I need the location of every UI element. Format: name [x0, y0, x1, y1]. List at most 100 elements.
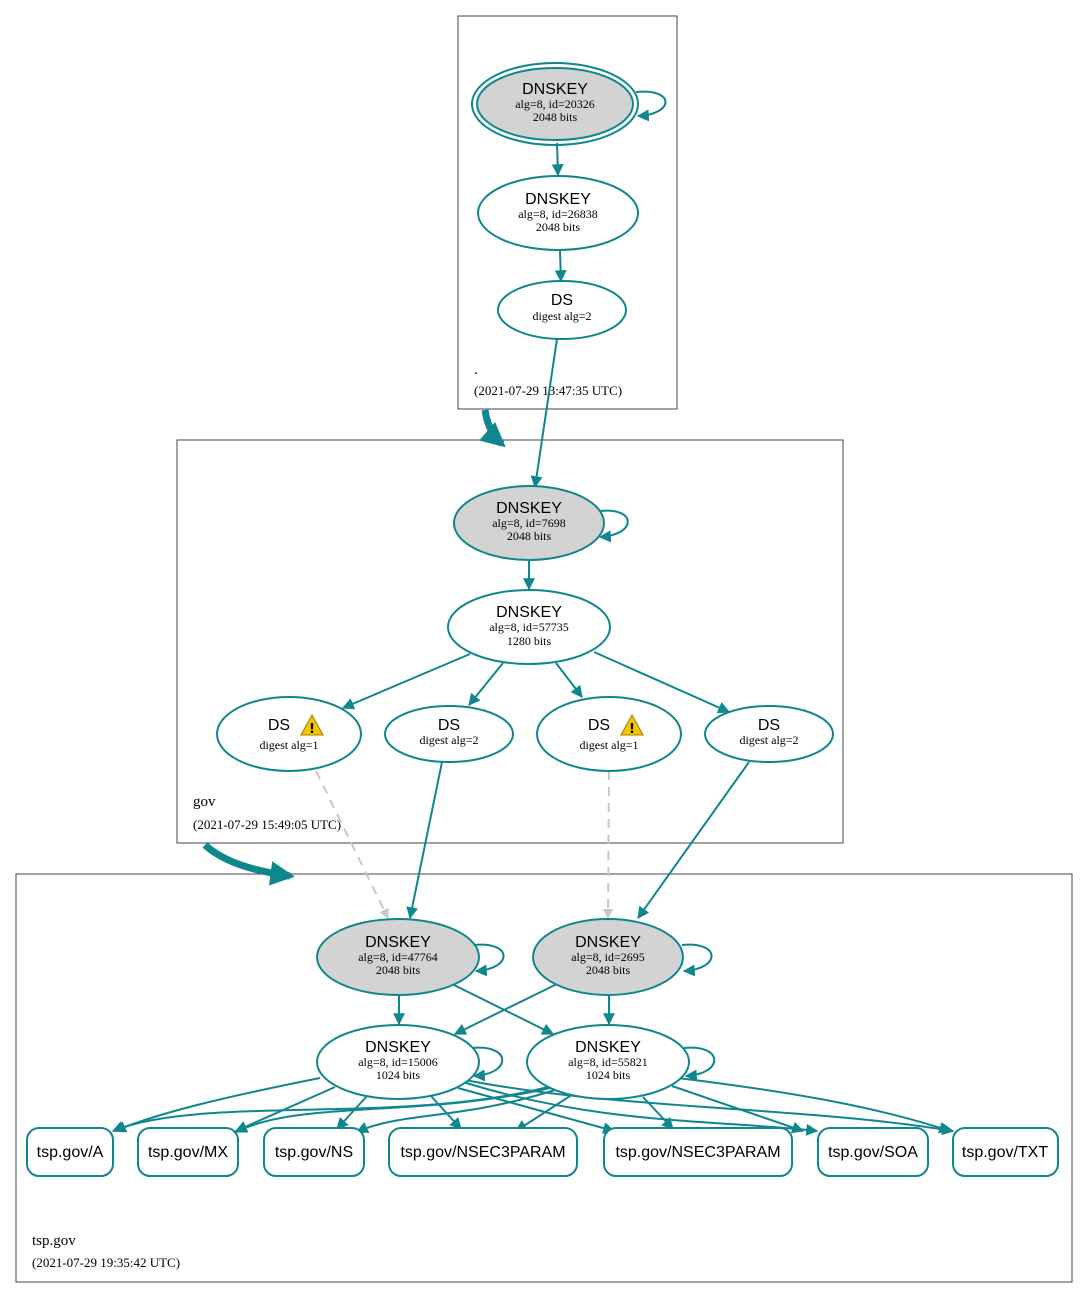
node-key-size: 2048 bits — [536, 220, 581, 234]
delegation-arrow-gov-tsp — [202, 842, 295, 886]
rrset-label: tsp.gov/NS — [275, 1144, 353, 1161]
node-gov-ds-2[interactable]: DS digest alg=2 — [384, 705, 514, 763]
node-title: DS — [758, 717, 780, 734]
edge-gov-ds4-tsp-ksk2 — [637, 761, 750, 919]
edge-zsk2-rr-nsec3param1 — [514, 1095, 571, 1132]
zone-name-tsp-gov: tsp.gov — [32, 1233, 76, 1249]
node-gov-ds-1[interactable]: DS ! digest alg=1 — [216, 696, 362, 772]
node-alg-id: alg=8, id=7698 — [492, 516, 566, 530]
node-key-size: 2048 bits — [376, 963, 421, 977]
edge-gov-ds2-tsp-ksk1 — [406, 761, 443, 920]
rrset-tsp-gov-soa[interactable]: tsp.gov/SOA — [817, 1127, 929, 1177]
edge-root-ds-gov-ksk — [530, 338, 558, 489]
node-alg-id: alg=8, id=2695 — [571, 950, 645, 964]
edges — [111, 90, 955, 1136]
node-gov-ds-4[interactable]: DS digest alg=2 — [704, 705, 834, 763]
node-title: DNSKEY — [575, 1039, 641, 1056]
edge-zsk2-rr-txt — [677, 1077, 952, 1134]
node-root-zsk[interactable]: DNSKEY alg=8, id=26838 2048 bits — [477, 175, 639, 251]
edge-zsk2-rr-nsec3param2 — [642, 1096, 674, 1130]
node-title: DNSKEY — [496, 500, 562, 517]
node-title: DNSKEY — [522, 81, 588, 98]
edge-tsp-ksk1-self — [473, 943, 505, 977]
edge-root-ksk-self — [635, 90, 667, 122]
edge-gov-zsk-ds2 — [468, 662, 504, 706]
edge-root-zsk-ds — [554, 250, 567, 283]
edge-gov-zsk-ds3 — [555, 662, 583, 698]
rrset-tsp-gov-ns[interactable]: tsp.gov/NS — [263, 1127, 365, 1177]
node-title: DS — [551, 292, 573, 309]
edge-gov-zsk-ds4 — [593, 651, 731, 714]
node-tsp-ksk-1[interactable]: DNSKEY alg=8, id=47764 2048 bits — [316, 918, 480, 996]
node-key-size: 2048 bits — [586, 963, 631, 977]
node-alg-id: alg=8, id=55821 — [568, 1055, 648, 1069]
rrset-tsp-gov-txt[interactable]: tsp.gov/TXT — [952, 1127, 1059, 1177]
edge-zsk2-rr-ns — [355, 1089, 556, 1133]
edge-gov-ksk-self — [598, 509, 629, 543]
edge-zsk1-rr-nsec3param2 — [457, 1087, 616, 1134]
node-alg-id: alg=8, id=26838 — [518, 207, 598, 221]
node-digest: digest alg=2 — [739, 733, 798, 747]
node-digest: digest alg=2 — [532, 309, 591, 323]
node-title: DNSKEY — [496, 604, 562, 621]
node-key-size: 1024 bits — [586, 1068, 631, 1082]
node-gov-ksk[interactable]: DNSKEY alg=8, id=7698 2048 bits — [453, 485, 605, 561]
rrset-label: tsp.gov/NSEC3PARAM — [400, 1144, 565, 1161]
node-tsp-zsk-1[interactable]: DNSKEY alg=8, id=15006 1024 bits — [316, 1024, 480, 1100]
node-title: DNSKEY — [365, 1039, 431, 1056]
rrset-tsp-gov-a[interactable]: tsp.gov/A — [26, 1127, 114, 1177]
rrset-tsp-gov-mx[interactable]: tsp.gov/MX — [137, 1127, 239, 1177]
node-alg-id: alg=8, id=20326 — [515, 97, 595, 111]
node-title: DNSKEY — [365, 934, 431, 951]
node-key-size: 1024 bits — [376, 1068, 421, 1082]
edge-zsk2-rr-soa — [671, 1085, 805, 1134]
rrset-label: tsp.gov/A — [37, 1144, 104, 1161]
node-root-ds[interactable]: DS digest alg=2 — [497, 280, 627, 340]
edge-zsk2-rr-mx — [234, 1087, 551, 1133]
rrset-label: tsp.gov/NSEC3PARAM — [615, 1144, 780, 1161]
node-tsp-ksk-2[interactable]: DNSKEY alg=8, id=2695 2048 bits — [532, 918, 684, 996]
rrset-label: tsp.gov/SOA — [828, 1144, 918, 1161]
edge-gov-ds1-tsp-ksk1 — [315, 770, 389, 919]
zone-timestamp-root: (2021-07-29 13:47:35 UTC) — [474, 383, 622, 398]
node-title: DNSKEY — [525, 191, 591, 208]
node-digest: digest alg=2 — [419, 733, 478, 747]
node-title: DNSKEY — [575, 934, 641, 951]
rrset-tsp-gov-nsec3param-1[interactable]: tsp.gov/NSEC3PARAM — [388, 1127, 578, 1177]
node-digest: digest alg=1 — [259, 738, 318, 752]
zone-name-gov: gov — [193, 794, 216, 810]
edge-root-ksk-zsk — [551, 142, 564, 177]
warning-triangle-icon: ! — [300, 713, 324, 737]
edge-tsp-zsk1-self — [471, 1046, 504, 1082]
node-title: DS — [268, 717, 290, 734]
delegation-arrow-root-gov — [479, 409, 506, 448]
node-gov-ds-3[interactable]: DS ! digest alg=1 — [536, 696, 682, 772]
svg-text:!: ! — [309, 722, 315, 737]
warning-triangle-icon: ! — [620, 713, 644, 737]
node-key-size: 1280 bits — [507, 634, 552, 648]
node-digest: digest alg=1 — [579, 738, 638, 752]
node-key-size: 2048 bits — [533, 110, 578, 124]
node-alg-id: alg=8, id=57735 — [489, 620, 569, 634]
node-key-size: 2048 bits — [507, 529, 552, 543]
edge-gov-zsk-ds1 — [341, 653, 471, 710]
zone-timestamp-gov: (2021-07-29 15:49:05 UTC) — [193, 817, 341, 832]
edge-tsp-ksk2-self — [681, 943, 713, 977]
node-alg-id: alg=8, id=15006 — [358, 1055, 438, 1069]
node-gov-zsk[interactable]: DNSKEY alg=8, id=57735 1280 bits — [447, 589, 611, 665]
rrset-tsp-gov-nsec3param-2[interactable]: tsp.gov/NSEC3PARAM — [603, 1127, 793, 1177]
node-tsp-zsk-2[interactable]: DNSKEY alg=8, id=55821 1024 bits — [526, 1024, 690, 1100]
zone-name-root: . — [474, 362, 478, 378]
rrset-label: tsp.gov/MX — [148, 1144, 228, 1161]
node-alg-id: alg=8, id=47764 — [358, 950, 438, 964]
node-title: DS — [588, 717, 610, 734]
node-root-ksk[interactable]: DNSKEY alg=8, id=20326 2048 bits — [471, 62, 639, 146]
edge-gov-ds3-tsp-ksk2 — [603, 770, 614, 919]
svg-text:!: ! — [629, 722, 635, 737]
rrset-label: tsp.gov/TXT — [962, 1144, 1048, 1161]
edge-zsk1-rr-ns — [336, 1095, 368, 1130]
zone-timestamp-tsp-gov: (2021-07-29 19:35:42 UTC) — [32, 1255, 180, 1270]
edge-zsk1-rr-mx — [234, 1086, 336, 1133]
node-title: DS — [438, 717, 460, 734]
